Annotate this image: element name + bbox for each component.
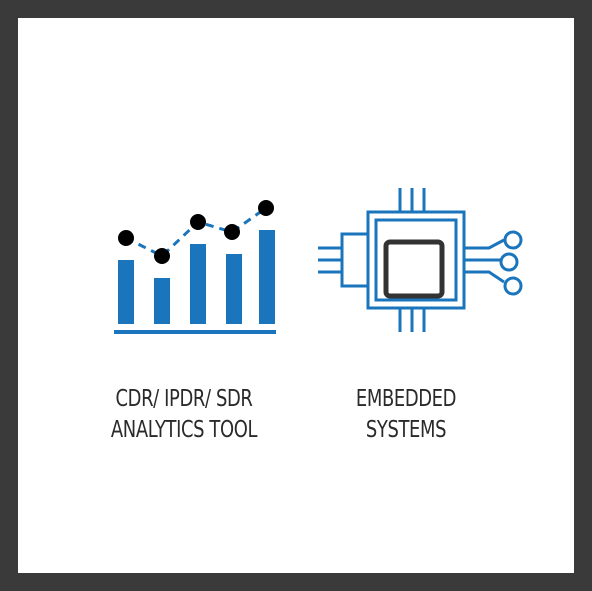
microchip-icon — [314, 170, 524, 350]
bar-chart-trend-icon — [96, 178, 278, 340]
caption-line-2: SYSTEMS — [365, 417, 447, 443]
caption-line-1: EMBEDDED — [355, 386, 457, 412]
embedded-systems-caption: EMBEDDED SYSTEMS — [312, 384, 499, 446]
card-frame: CDR/ IPDR/ SDR ANALYTICS TOOL EMBEDDED S… — [18, 18, 574, 573]
caption-line-2: ANALYTICS TOOL — [110, 417, 258, 443]
analytics-tool-caption: CDR/ IPDR/ SDR ANALYTICS TOOL — [90, 384, 277, 446]
caption-line-1: CDR/ IPDR/ SDR — [115, 386, 253, 412]
